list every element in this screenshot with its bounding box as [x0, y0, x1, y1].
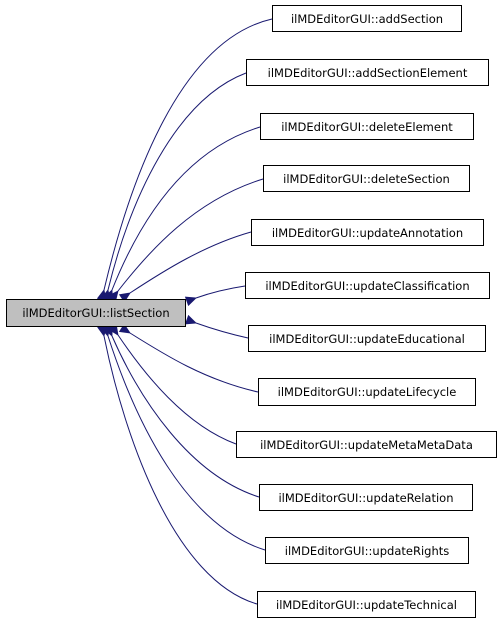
edge-updateAnnotation [118, 231, 252, 303]
caller-node-addSection[interactable]: ilMDEditorGUI::addSection [272, 5, 462, 32]
caller-node-addSectionElement[interactable]: ilMDEditorGUI::addSectionElement [246, 59, 489, 86]
edge-deleteSection [107, 178, 264, 302]
caller-node-label: ilMDEditorGUI::deleteElement [281, 119, 453, 134]
caller-node-label: ilMDEditorGUI::updateEducational [269, 331, 465, 346]
edge-updateMetaMetaData [108, 323, 237, 445]
root-node-listSection[interactable]: ilMDEditorGUI::listSection [6, 299, 186, 327]
edge-updateRelation [103, 324, 260, 498]
caller-node-label: ilMDEditorGUI::updateRights [284, 543, 450, 558]
caller-node-label: ilMDEditorGUI::addSectionElement [267, 65, 468, 80]
caller-node-label: ilMDEditorGUI::updateTechnical [276, 597, 457, 612]
caller-node-updateRights[interactable]: ilMDEditorGUI::updateRights [265, 537, 469, 564]
edge-addSection [96, 18, 273, 301]
edge-deleteElement [103, 126, 261, 302]
caller-node-updateEducational[interactable]: ilMDEditorGUI::updateEducational [248, 325, 486, 352]
caller-node-updateAnnotation[interactable]: ilMDEditorGUI::updateAnnotation [251, 219, 484, 246]
edge-updateRights [100, 324, 266, 551]
caller-node-label: ilMDEditorGUI::addSection [290, 11, 444, 26]
edge-updateClassification [184, 285, 246, 307]
root-node-label: ilMDEditorGUI::listSection [22, 306, 170, 320]
caller-node-updateTechnical[interactable]: ilMDEditorGUI::updateTechnical [257, 591, 476, 618]
caller-node-updateLifecycle[interactable]: ilMDEditorGUI::updateLifecycle [258, 378, 476, 406]
caller-node-label: ilMDEditorGUI::updateRelation [278, 490, 454, 505]
caller-node-updateRelation[interactable]: ilMDEditorGUI::updateRelation [259, 484, 473, 511]
caller-node-deleteSection[interactable]: ilMDEditorGUI::deleteSection [263, 165, 470, 192]
caller-node-updateClassification[interactable]: ilMDEditorGUI::updateClassification [245, 272, 490, 299]
caller-node-label: ilMDEditorGUI::updateMetaMetaData [260, 437, 473, 452]
caller-node-label: ilMDEditorGUI::updateLifecycle [277, 385, 457, 399]
caller-node-label: ilMDEditorGUI::updateAnnotation [271, 225, 464, 240]
edge-updateEducational [184, 314, 249, 339]
caller-node-updateMetaMetaData[interactable]: ilMDEditorGUI::updateMetaMetaData [236, 431, 497, 458]
caller-node-label: ilMDEditorGUI::deleteSection [283, 171, 450, 186]
caller-node-label: ilMDEditorGUI::updateClassification [265, 278, 470, 293]
caller-node-deleteElement[interactable]: ilMDEditorGUI::deleteElement [260, 113, 474, 140]
edge-updateTechnical [97, 325, 258, 605]
edge-updateLifecycle [118, 323, 259, 393]
edge-addSectionElement [100, 72, 247, 301]
